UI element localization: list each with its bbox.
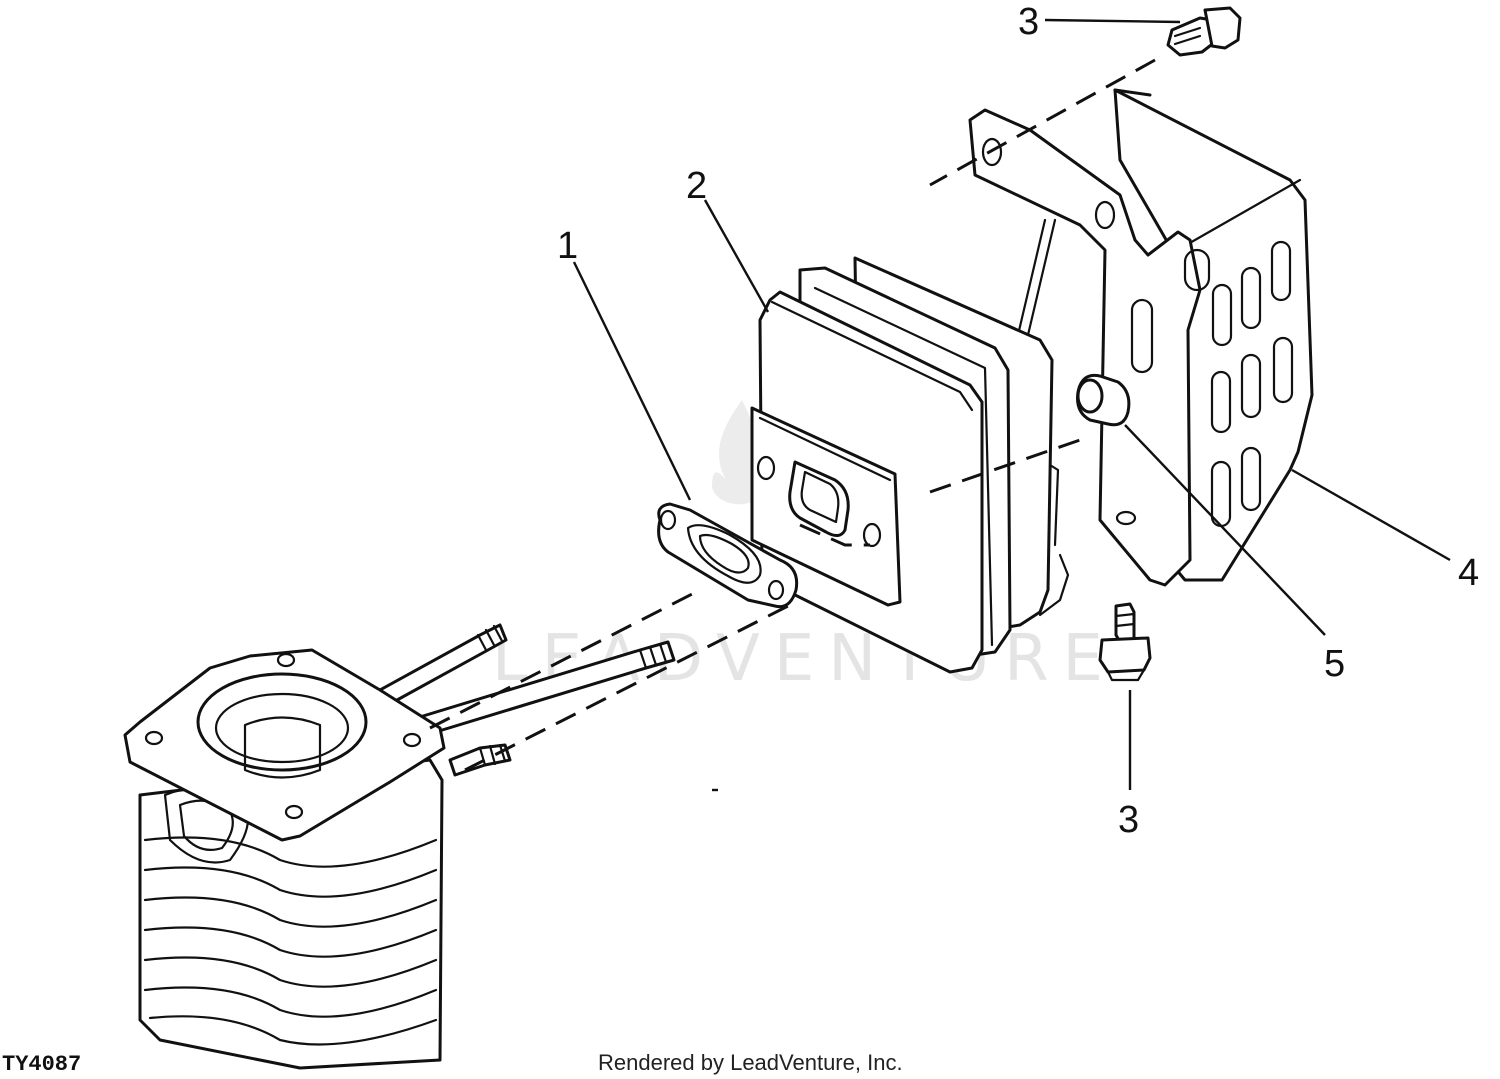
figure-id: TY4087 [2, 1052, 81, 1077]
callout-1: 1 [557, 225, 578, 267]
screw-top [1166, 6, 1242, 57]
callout-3-top: 3 [1018, 1, 1039, 43]
muffler [750, 256, 1070, 674]
callouts: 1 2 3 3 4 5 [557, 1, 1479, 841]
exhaust-gasket [657, 502, 799, 609]
assembly-lines [429, 58, 1156, 772]
callout-3-bottom: 3 [1118, 799, 1139, 841]
cylinder-studs [378, 623, 676, 777]
engine-cylinder [123, 648, 446, 1070]
callout-2: 2 [686, 165, 707, 207]
leader-lines [572, 18, 1451, 792]
screw-bottom [1098, 602, 1152, 682]
heat-shield [968, 88, 1314, 587]
spacer [1076, 373, 1131, 427]
callout-4: 4 [1458, 552, 1479, 594]
callout-5: 5 [1324, 643, 1345, 685]
render-credit: Rendered by LeadVenture, Inc. [598, 1050, 903, 1075]
